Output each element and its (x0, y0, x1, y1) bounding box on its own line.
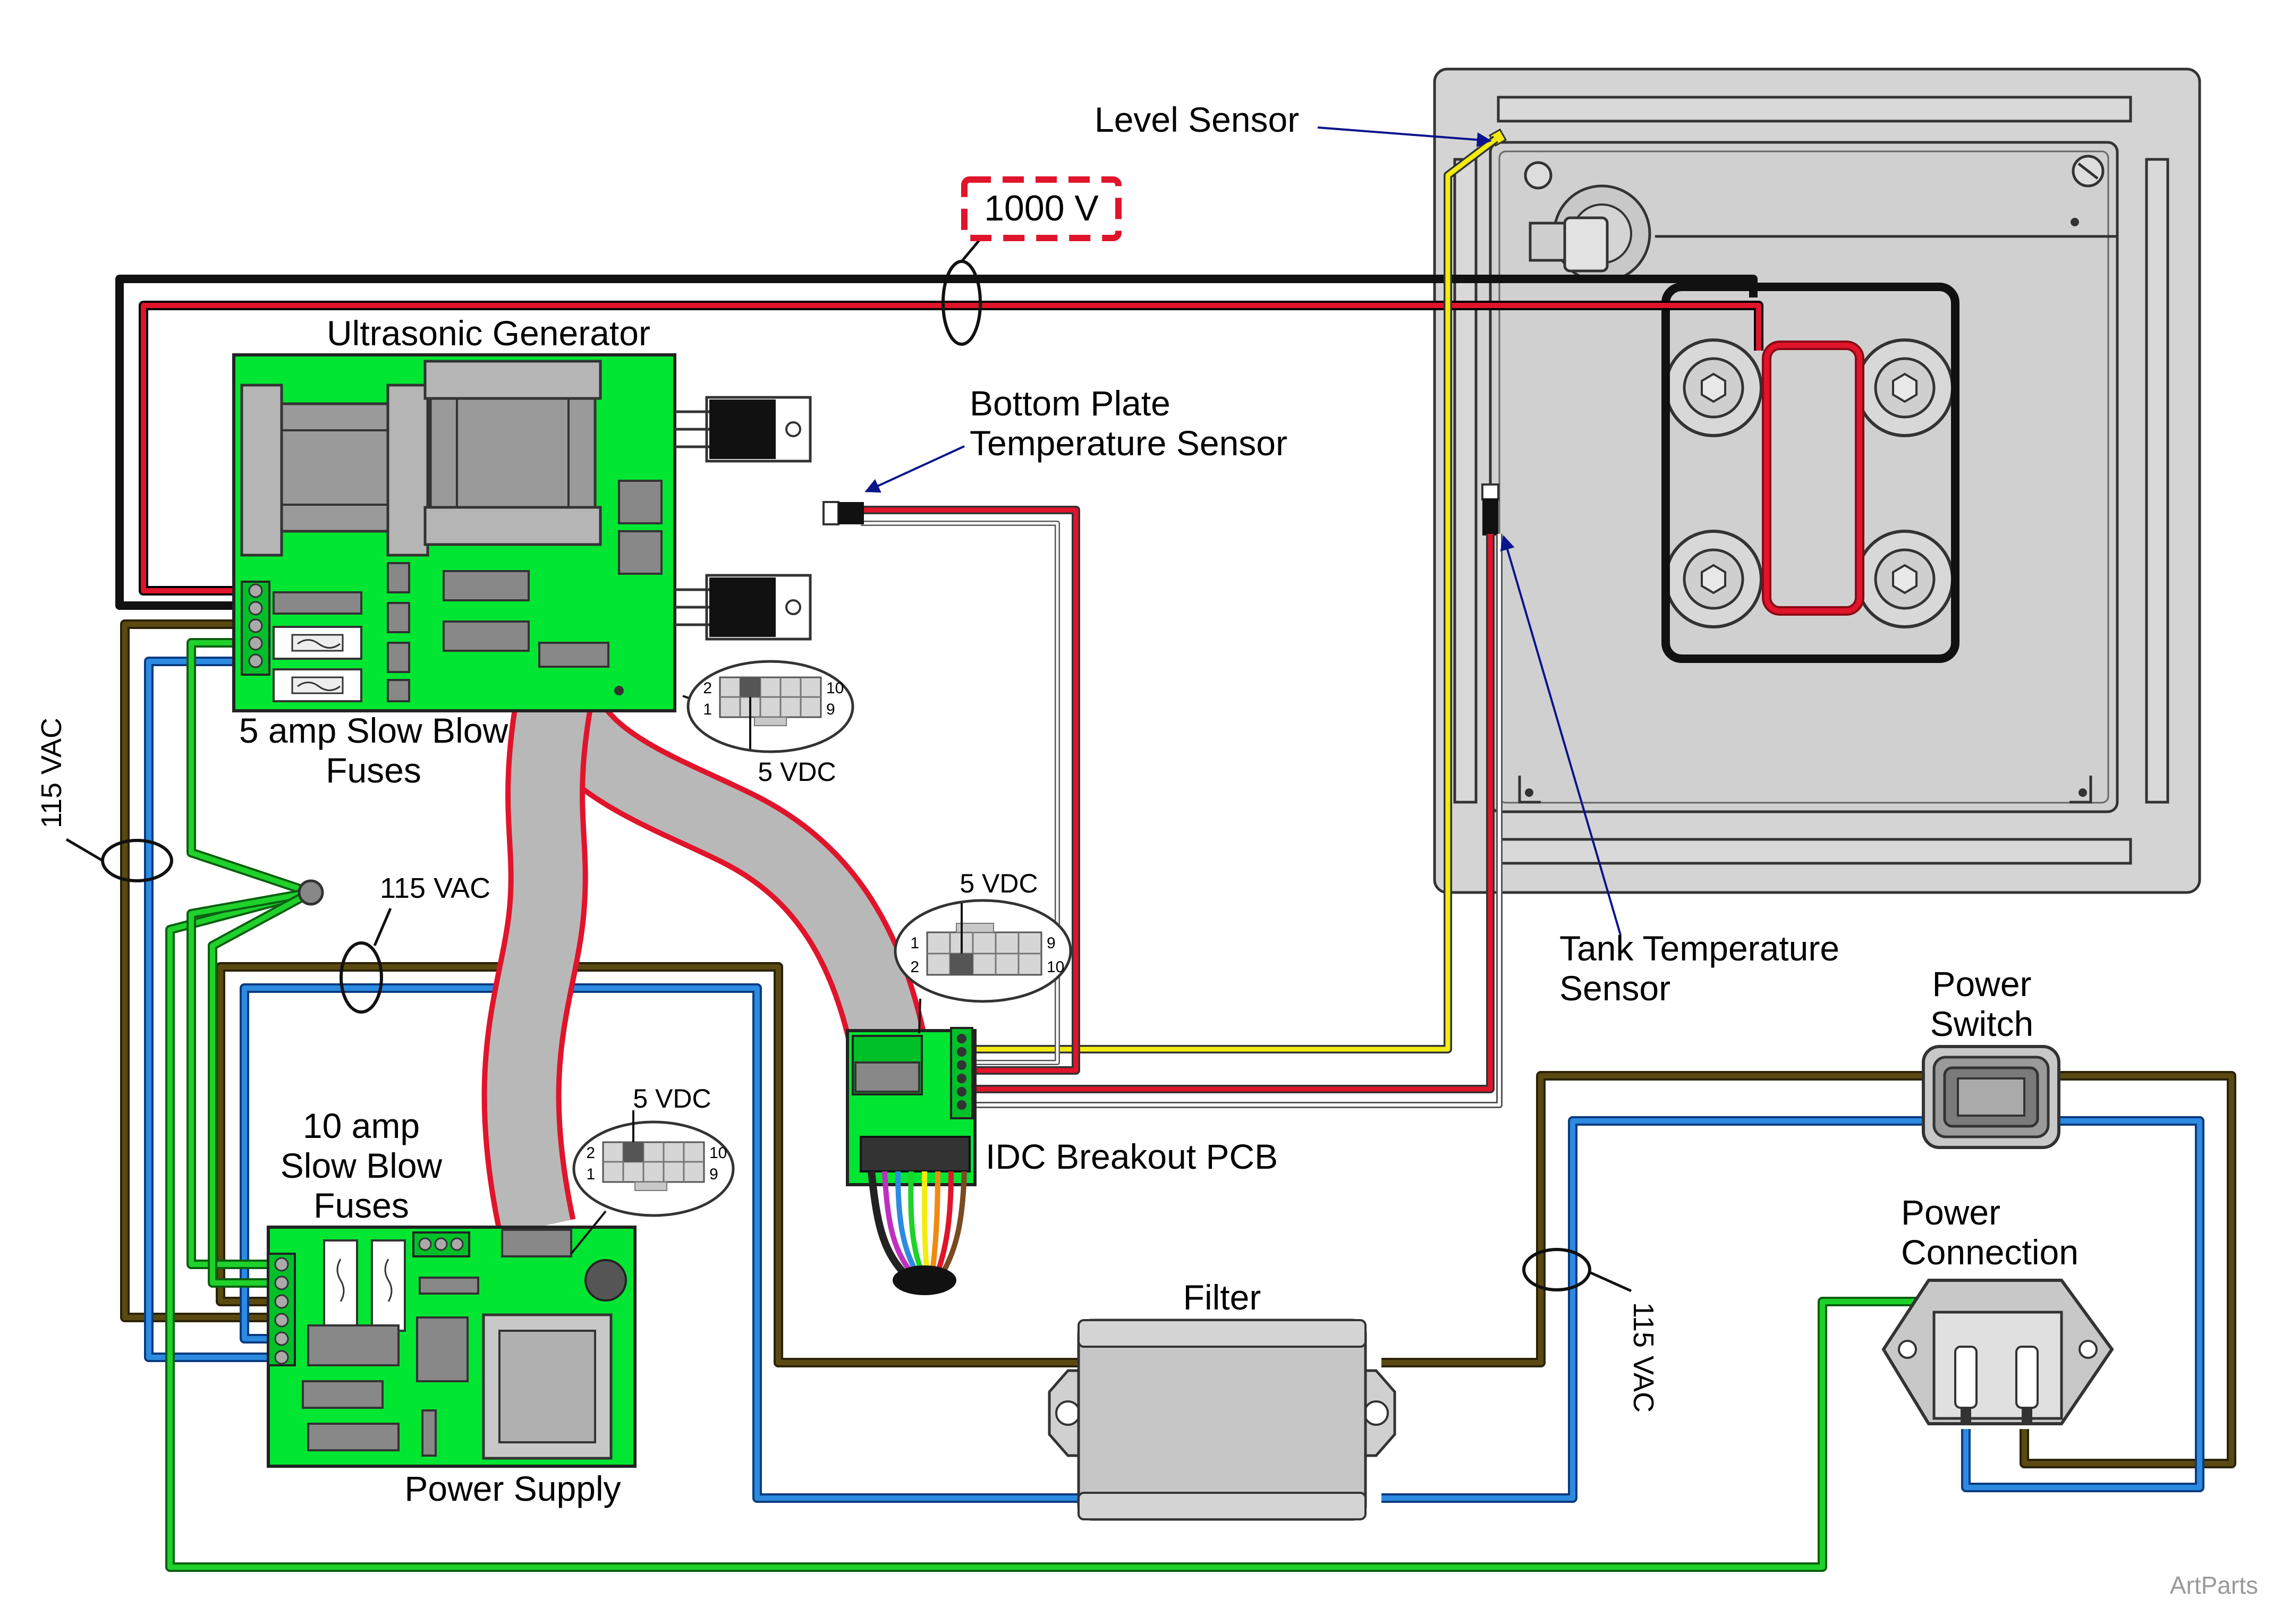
pin-label: 9 (709, 1166, 718, 1183)
power-switch-label-line2: Switch (1930, 1004, 2033, 1043)
drain-screw-icon (1524, 161, 1553, 190)
fuse-10amp (371, 1239, 406, 1332)
ultrasonic-tank (1433, 67, 2201, 894)
pin-label: 10 (826, 679, 844, 697)
vac-label-right: 115 VAC (1627, 1302, 1659, 1413)
ribbon-cable (481, 644, 932, 1236)
connector-pinout-idc: 1 2 9 10 (894, 899, 1072, 1003)
transducer-icon (1855, 530, 1954, 628)
watermark: ArtParts (2170, 1571, 2258, 1599)
vdc-label: 5 VDC (758, 757, 836, 787)
voltage-warning-box (961, 176, 1122, 241)
fuses-10amp-label-line2: Slow Blow (281, 1146, 443, 1185)
transducer-icon (1855, 338, 1954, 437)
bottom-plate-temperature-sensor (822, 501, 864, 525)
power-connection-label-line2: Connection (1901, 1232, 2079, 1272)
drain-valve-icon (1529, 184, 1651, 283)
line-filter (1048, 1319, 1396, 1521)
fuse-5amp (273, 668, 362, 702)
connector-pinout-ultrasonic: 2 1 10 9 (686, 660, 854, 753)
fuses-10amp-label-line3: Fuses (313, 1186, 409, 1225)
vdc-label: 5 VDC (633, 1084, 711, 1113)
power-transistor-icon (675, 574, 812, 641)
pin-label: 10 (709, 1144, 727, 1162)
filter-label: Filter (1183, 1278, 1261, 1317)
pin-label: 10 (1047, 958, 1064, 976)
ground-lug-icon (298, 879, 324, 906)
pin-label: 2 (910, 958, 919, 976)
transducer-icon (1664, 338, 1763, 437)
idc-header (538, 642, 609, 668)
fuse-10amp (323, 1239, 358, 1332)
bottom-plate-label-line1: Bottom Plate (970, 384, 1170, 423)
power-entry-module (1881, 1279, 2114, 1425)
power-supply-label: Power Supply (404, 1469, 621, 1508)
wire-bundle (868, 1171, 967, 1295)
fuses-5amp-label-line2: Fuses (326, 751, 421, 790)
vdc-label: 5 VDC (960, 869, 1038, 898)
ultrasonic-generator-pcb (232, 353, 812, 712)
fuses-10amp-label-line1: 10 amp (303, 1106, 420, 1145)
connector-pinout-power-supply: 2 1 10 9 (572, 1110, 735, 1217)
vac-label-mid: 115 VAC (380, 872, 490, 904)
pin-label: 1 (703, 701, 712, 718)
power-switch-label-line1: Power (1932, 964, 2031, 1004)
tank-temp-label-line1: Tank Temperature (1559, 929, 1839, 968)
pin-label: 9 (826, 701, 835, 718)
terminal-block (267, 1253, 296, 1366)
pin-label: 2 (586, 1144, 595, 1162)
idc-breakout-pcb (846, 1027, 977, 1295)
idc-breakout-label: IDC Breakout PCB (986, 1137, 1278, 1176)
power-connection-label-line1: Power (1901, 1193, 2000, 1232)
power-supply-pcb (267, 1226, 637, 1468)
vac-label-left: 115 VAC (36, 718, 67, 828)
pin-label: 2 (703, 679, 712, 697)
pin-label: 1 (586, 1166, 595, 1183)
pin-label: 1 (910, 934, 919, 952)
level-sensor-label: Level Sensor (1095, 100, 1299, 139)
pin-label: 9 (1047, 934, 1056, 952)
voltage-label: 1000 V (984, 188, 1099, 228)
idc-header (501, 1229, 572, 1257)
tank-temp-label-line2: Sensor (1559, 968, 1670, 1008)
tank-temperature-sensor (1481, 483, 1499, 500)
ultrasonic-generator-label: Ultrasonic Generator (327, 313, 650, 353)
fuses-5amp-label-line1: 5 amp Slow Blow (239, 711, 508, 750)
fuse-5amp (273, 626, 362, 660)
bottom-plate-label-line2: Temperature Sensor (970, 423, 1287, 463)
capacitor-icon (584, 1259, 627, 1302)
transducer-icon (1664, 530, 1763, 628)
tank-screw-icon (2072, 155, 2105, 188)
power-switch (1922, 1045, 2060, 1149)
power-transistor-icon (675, 396, 812, 463)
